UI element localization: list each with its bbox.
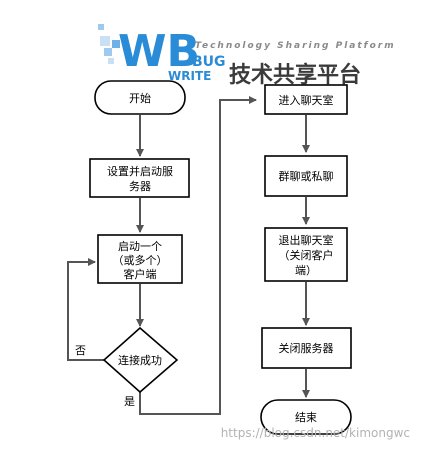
- node-end: 结束: [260, 399, 352, 435]
- node-start-label: 开始: [129, 91, 151, 105]
- node-setup-line2: 务器: [129, 180, 151, 193]
- node-clients-line3: 客户端: [124, 267, 157, 281]
- node-decision-label: 连接成功: [118, 354, 162, 367]
- node-exit-line3: 端）: [295, 264, 317, 277]
- edge-decision-no: [67, 258, 104, 361]
- node-start: 开始: [94, 80, 186, 115]
- node-exit: 退出聊天室 （关闭客户 端）: [264, 227, 348, 282]
- node-clients-line1: 启动一个: [118, 240, 162, 253]
- node-chat: 群聊或私聊: [264, 155, 348, 197]
- node-close: 关闭服务器: [261, 327, 352, 369]
- node-setup-line1: 设置并启动服: [107, 164, 173, 178]
- node-decision: 连接成功: [102, 326, 179, 394]
- edge-decision-yes: [139, 96, 257, 415]
- node-chat-label: 群聊或私聊: [279, 169, 334, 183]
- logo-write-text: WRITE: [168, 69, 211, 83]
- watermark-logo: WB BUG WRITE: [98, 24, 226, 83]
- watermark-brand: 技术共享平台: [229, 62, 361, 88]
- node-enter-label: 进入聊天室: [279, 93, 334, 107]
- logo-bug-text: BUG: [192, 54, 226, 70]
- node-clients: 启动一个 （或多个） 客户端: [97, 234, 183, 284]
- node-setup: 设置并启动服 务器: [89, 158, 190, 198]
- node-end-label: 结束: [295, 411, 317, 424]
- node-close-label: 关闭服务器: [279, 341, 334, 355]
- node-exit-line1: 退出聊天室: [279, 233, 334, 247]
- edge-no-label: 否: [75, 344, 86, 357]
- footer-url: https://blog.csdn.net/kimongwc: [221, 426, 410, 440]
- node-enter: 进入聊天室: [264, 84, 348, 115]
- node-exit-line2: （关闭客户: [279, 248, 334, 262]
- edge-yes-label: 是: [124, 395, 135, 408]
- node-clients-line2: （或多个）: [113, 253, 168, 267]
- logo-letters: WB: [118, 26, 200, 77]
- watermark-tagline: Technology Sharing Platform: [195, 41, 396, 51]
